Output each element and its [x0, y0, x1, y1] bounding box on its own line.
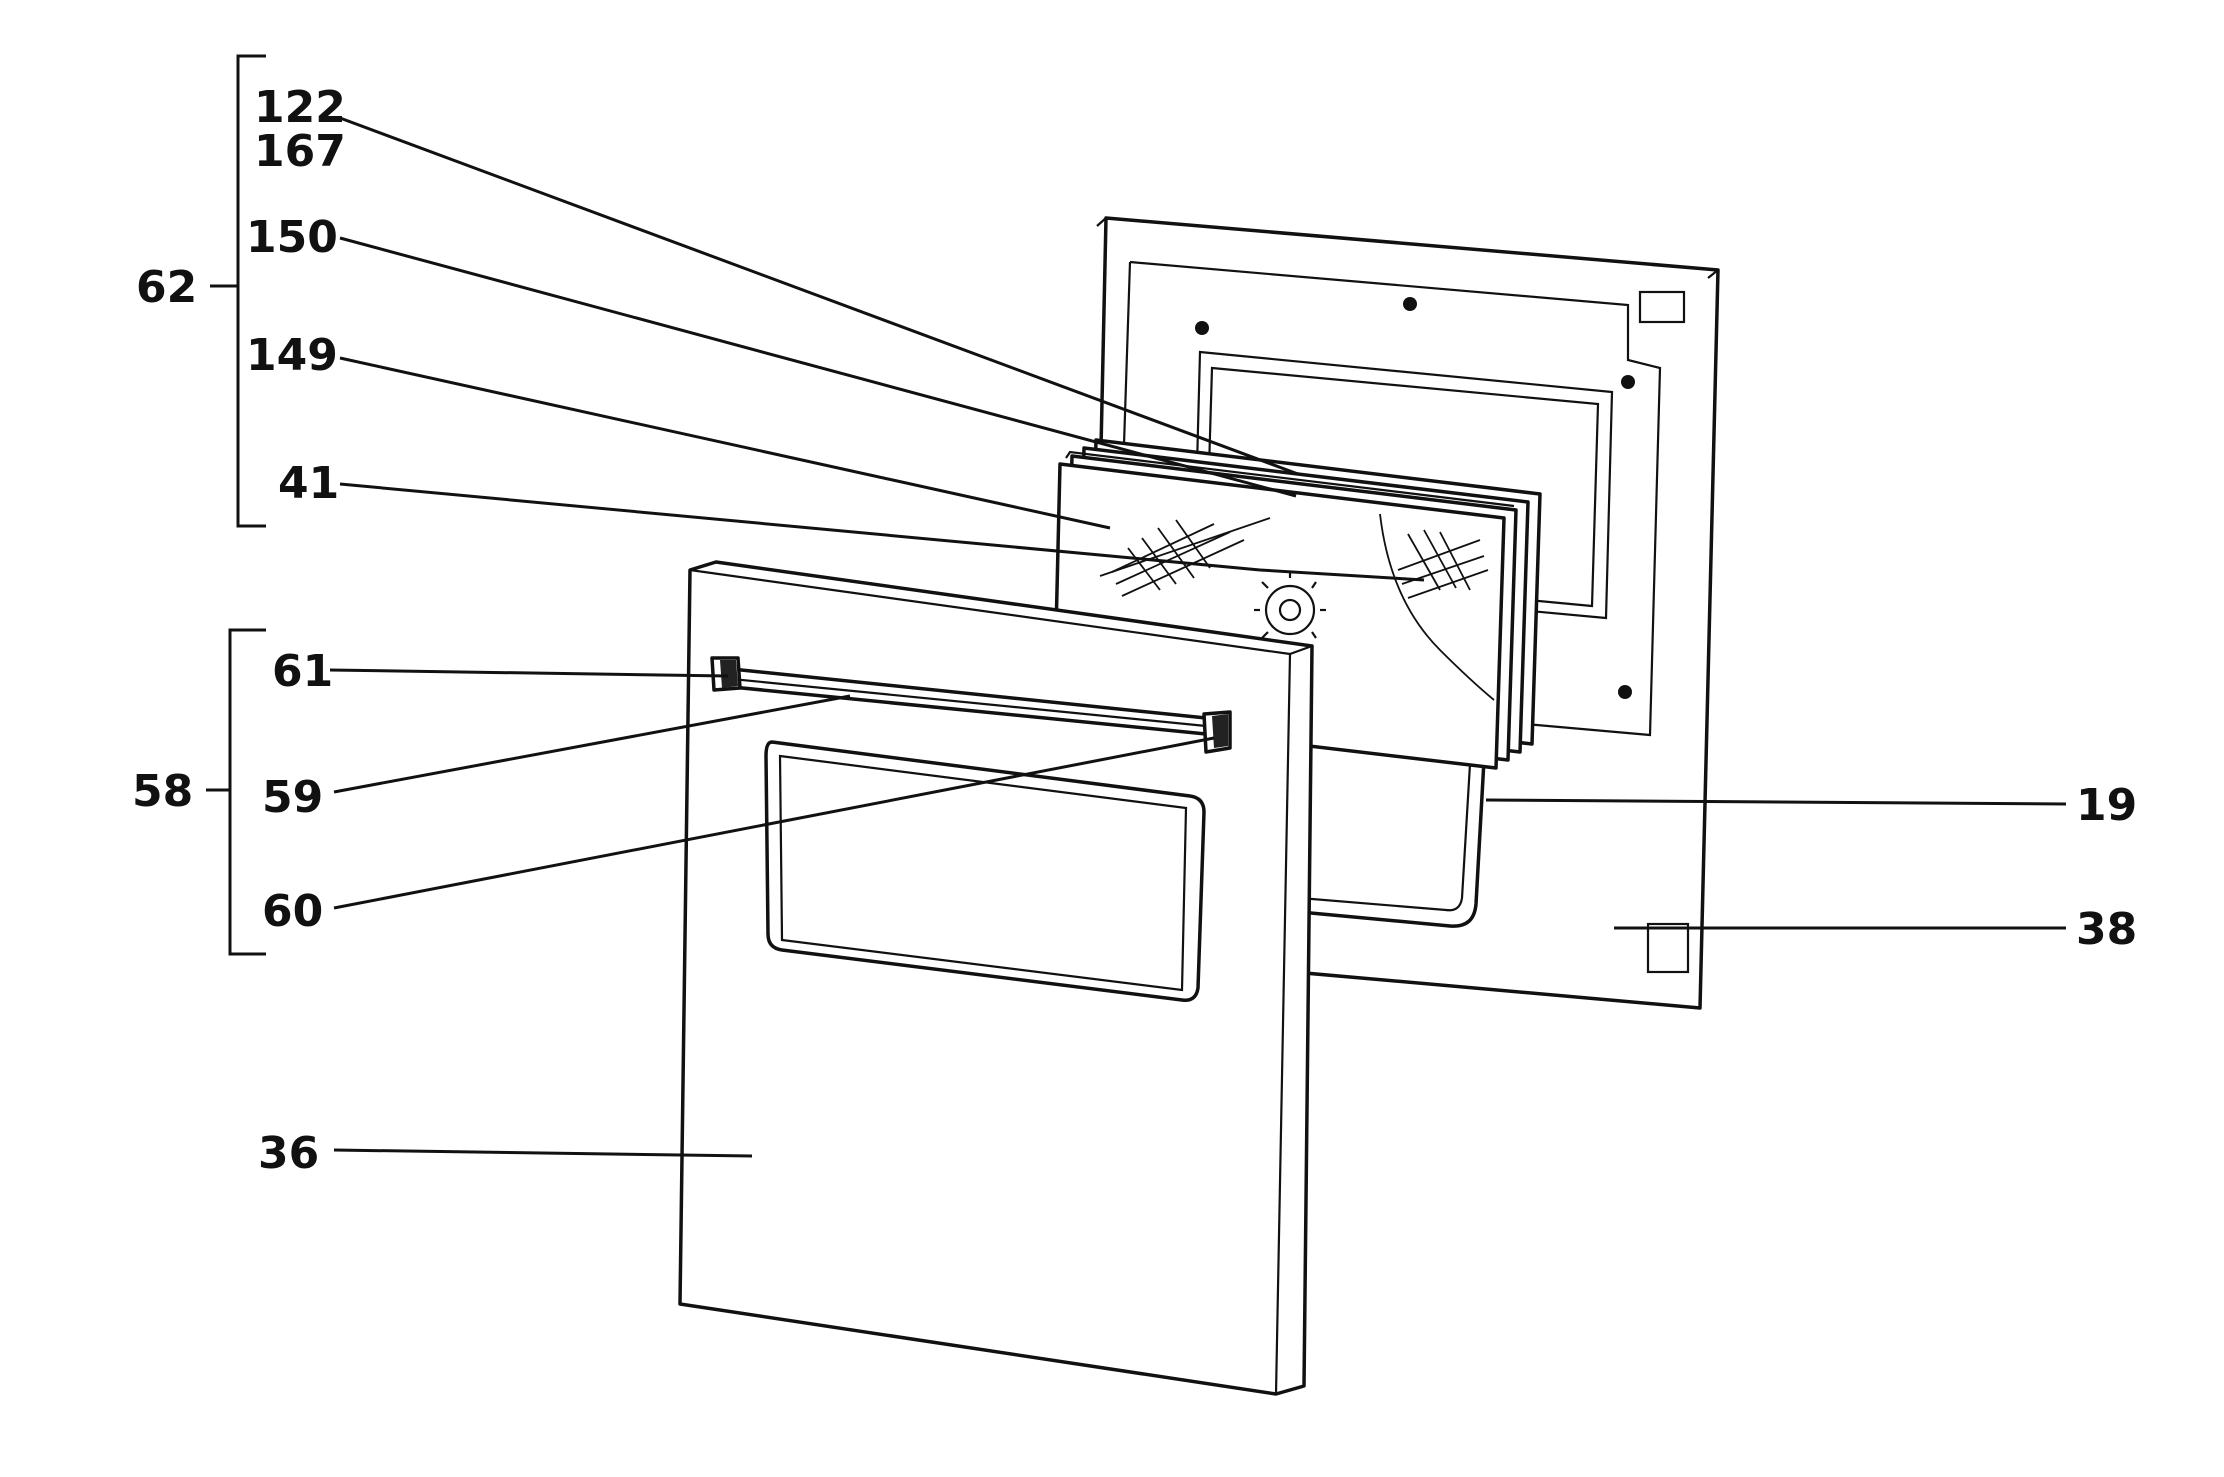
- label-149: 149: [246, 330, 338, 381]
- label-62: 62: [136, 262, 197, 313]
- label-122: 122: [254, 82, 346, 133]
- front-door-panel: [678, 560, 1314, 1396]
- label-59: 59: [262, 772, 323, 823]
- label-19: 19: [2076, 780, 2137, 831]
- label-41: 41: [278, 458, 339, 509]
- group-bracket-58: [206, 628, 266, 956]
- label-36: 36: [258, 1128, 319, 1179]
- label-38: 38: [2076, 904, 2137, 955]
- label-61: 61: [272, 646, 333, 697]
- group-bracket-62: [210, 54, 266, 528]
- door-handle: [710, 656, 1232, 754]
- label-58: 58: [132, 766, 193, 817]
- label-167: 167: [254, 126, 346, 177]
- label-150: 150: [246, 212, 338, 263]
- label-60: 60: [262, 886, 323, 937]
- leader-lines: [329, 116, 2067, 1158]
